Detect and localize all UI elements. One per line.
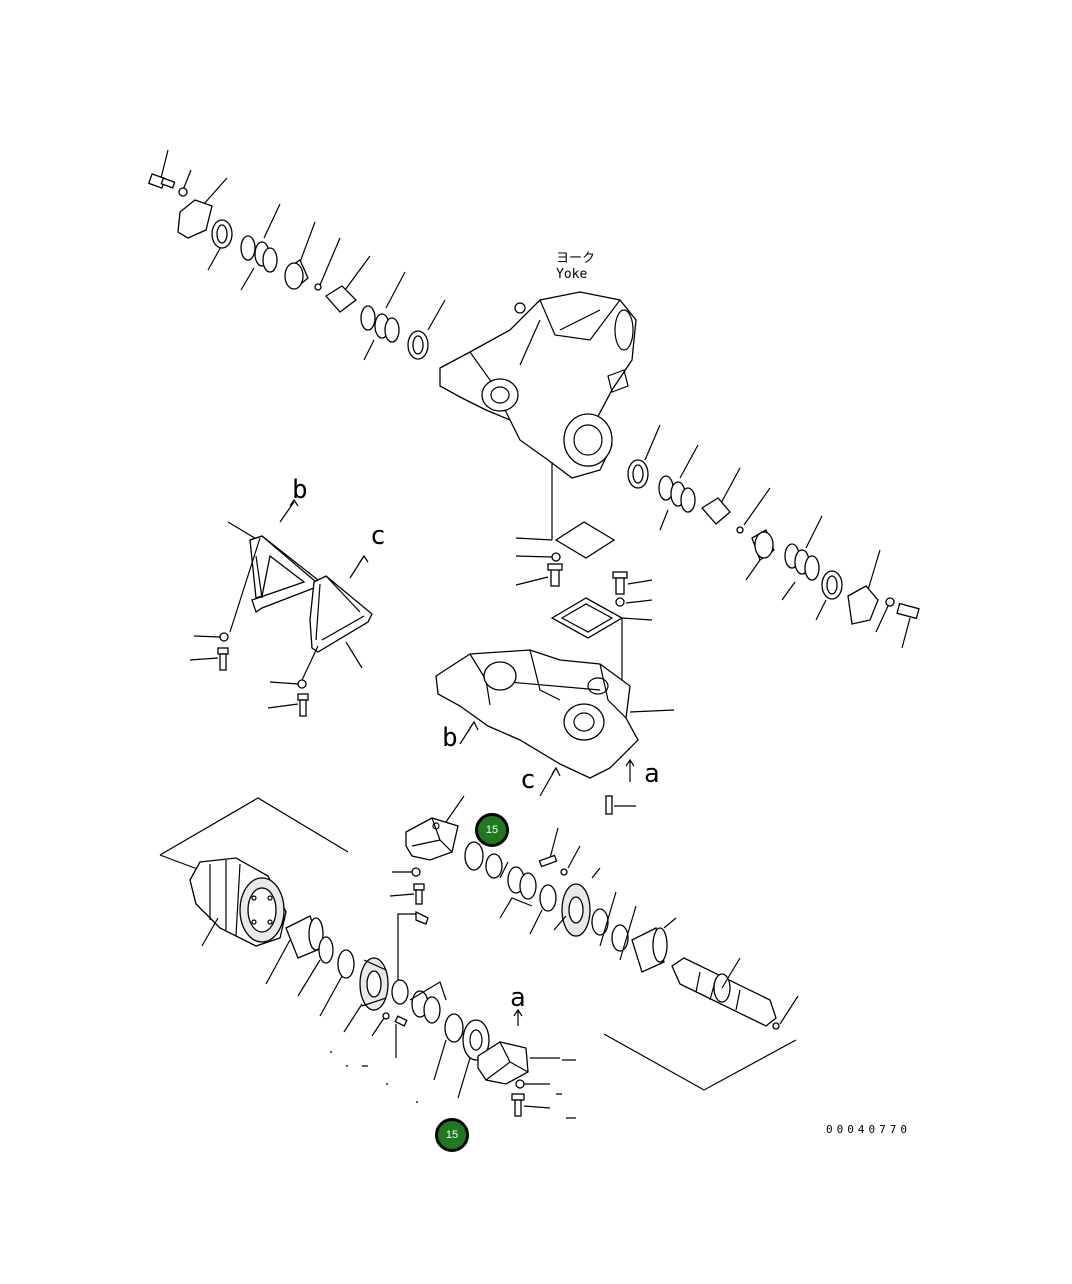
plug-part bbox=[314, 283, 322, 291]
bottom-assembly: a bbox=[159, 795, 799, 1119]
yoke-body bbox=[439, 291, 637, 479]
track-roller-part bbox=[189, 857, 287, 947]
washer-part bbox=[178, 187, 188, 197]
yoke-label-jp: ヨーク bbox=[556, 251, 595, 266]
ref-label-a-frame: a bbox=[644, 759, 660, 789]
track-frame-segment: b c a bbox=[435, 649, 675, 815]
roller-collar-part-2 bbox=[561, 883, 591, 937]
bolt-part-2 bbox=[896, 602, 920, 620]
yoke-label-en: Yoke bbox=[556, 267, 587, 282]
callout-badge-15-bottom[interactable]: 15 bbox=[435, 1118, 469, 1152]
bolt-part bbox=[147, 173, 176, 189]
cover-bracket-part bbox=[177, 199, 213, 239]
guard-brackets: b c bbox=[189, 475, 386, 717]
roller-shaft-part bbox=[671, 957, 777, 1027]
guard-bracket-c bbox=[309, 575, 373, 653]
thrust-washer-part bbox=[462, 1019, 490, 1061]
top-assembly: ヨーク Yoke bbox=[147, 149, 920, 680]
guard-bracket-b bbox=[249, 535, 319, 614]
ref-label-b-frame: b bbox=[442, 723, 458, 753]
pin-part bbox=[325, 285, 357, 313]
callout-badge-15[interactable]: 15 bbox=[475, 813, 509, 847]
drawing-number: 00040770 bbox=[826, 1123, 911, 1136]
ref-label-b-top: b bbox=[292, 475, 308, 505]
floating-seal-part bbox=[240, 235, 256, 261]
dowel-pin-part bbox=[605, 795, 613, 815]
ref-label-a-bottom: a bbox=[510, 983, 526, 1013]
roller-collar-part bbox=[359, 957, 389, 1011]
cover-bracket-part-2 bbox=[847, 585, 879, 625]
ref-label-c-top: c bbox=[370, 521, 386, 551]
ref-label-c-frame: c bbox=[520, 765, 536, 795]
pin-part-2 bbox=[701, 497, 731, 525]
collar-bracket-part bbox=[405, 817, 459, 861]
collar-bracket-part-2 bbox=[477, 1041, 529, 1085]
bushing-part-2 bbox=[754, 531, 774, 559]
cover-plate-part bbox=[554, 521, 616, 559]
